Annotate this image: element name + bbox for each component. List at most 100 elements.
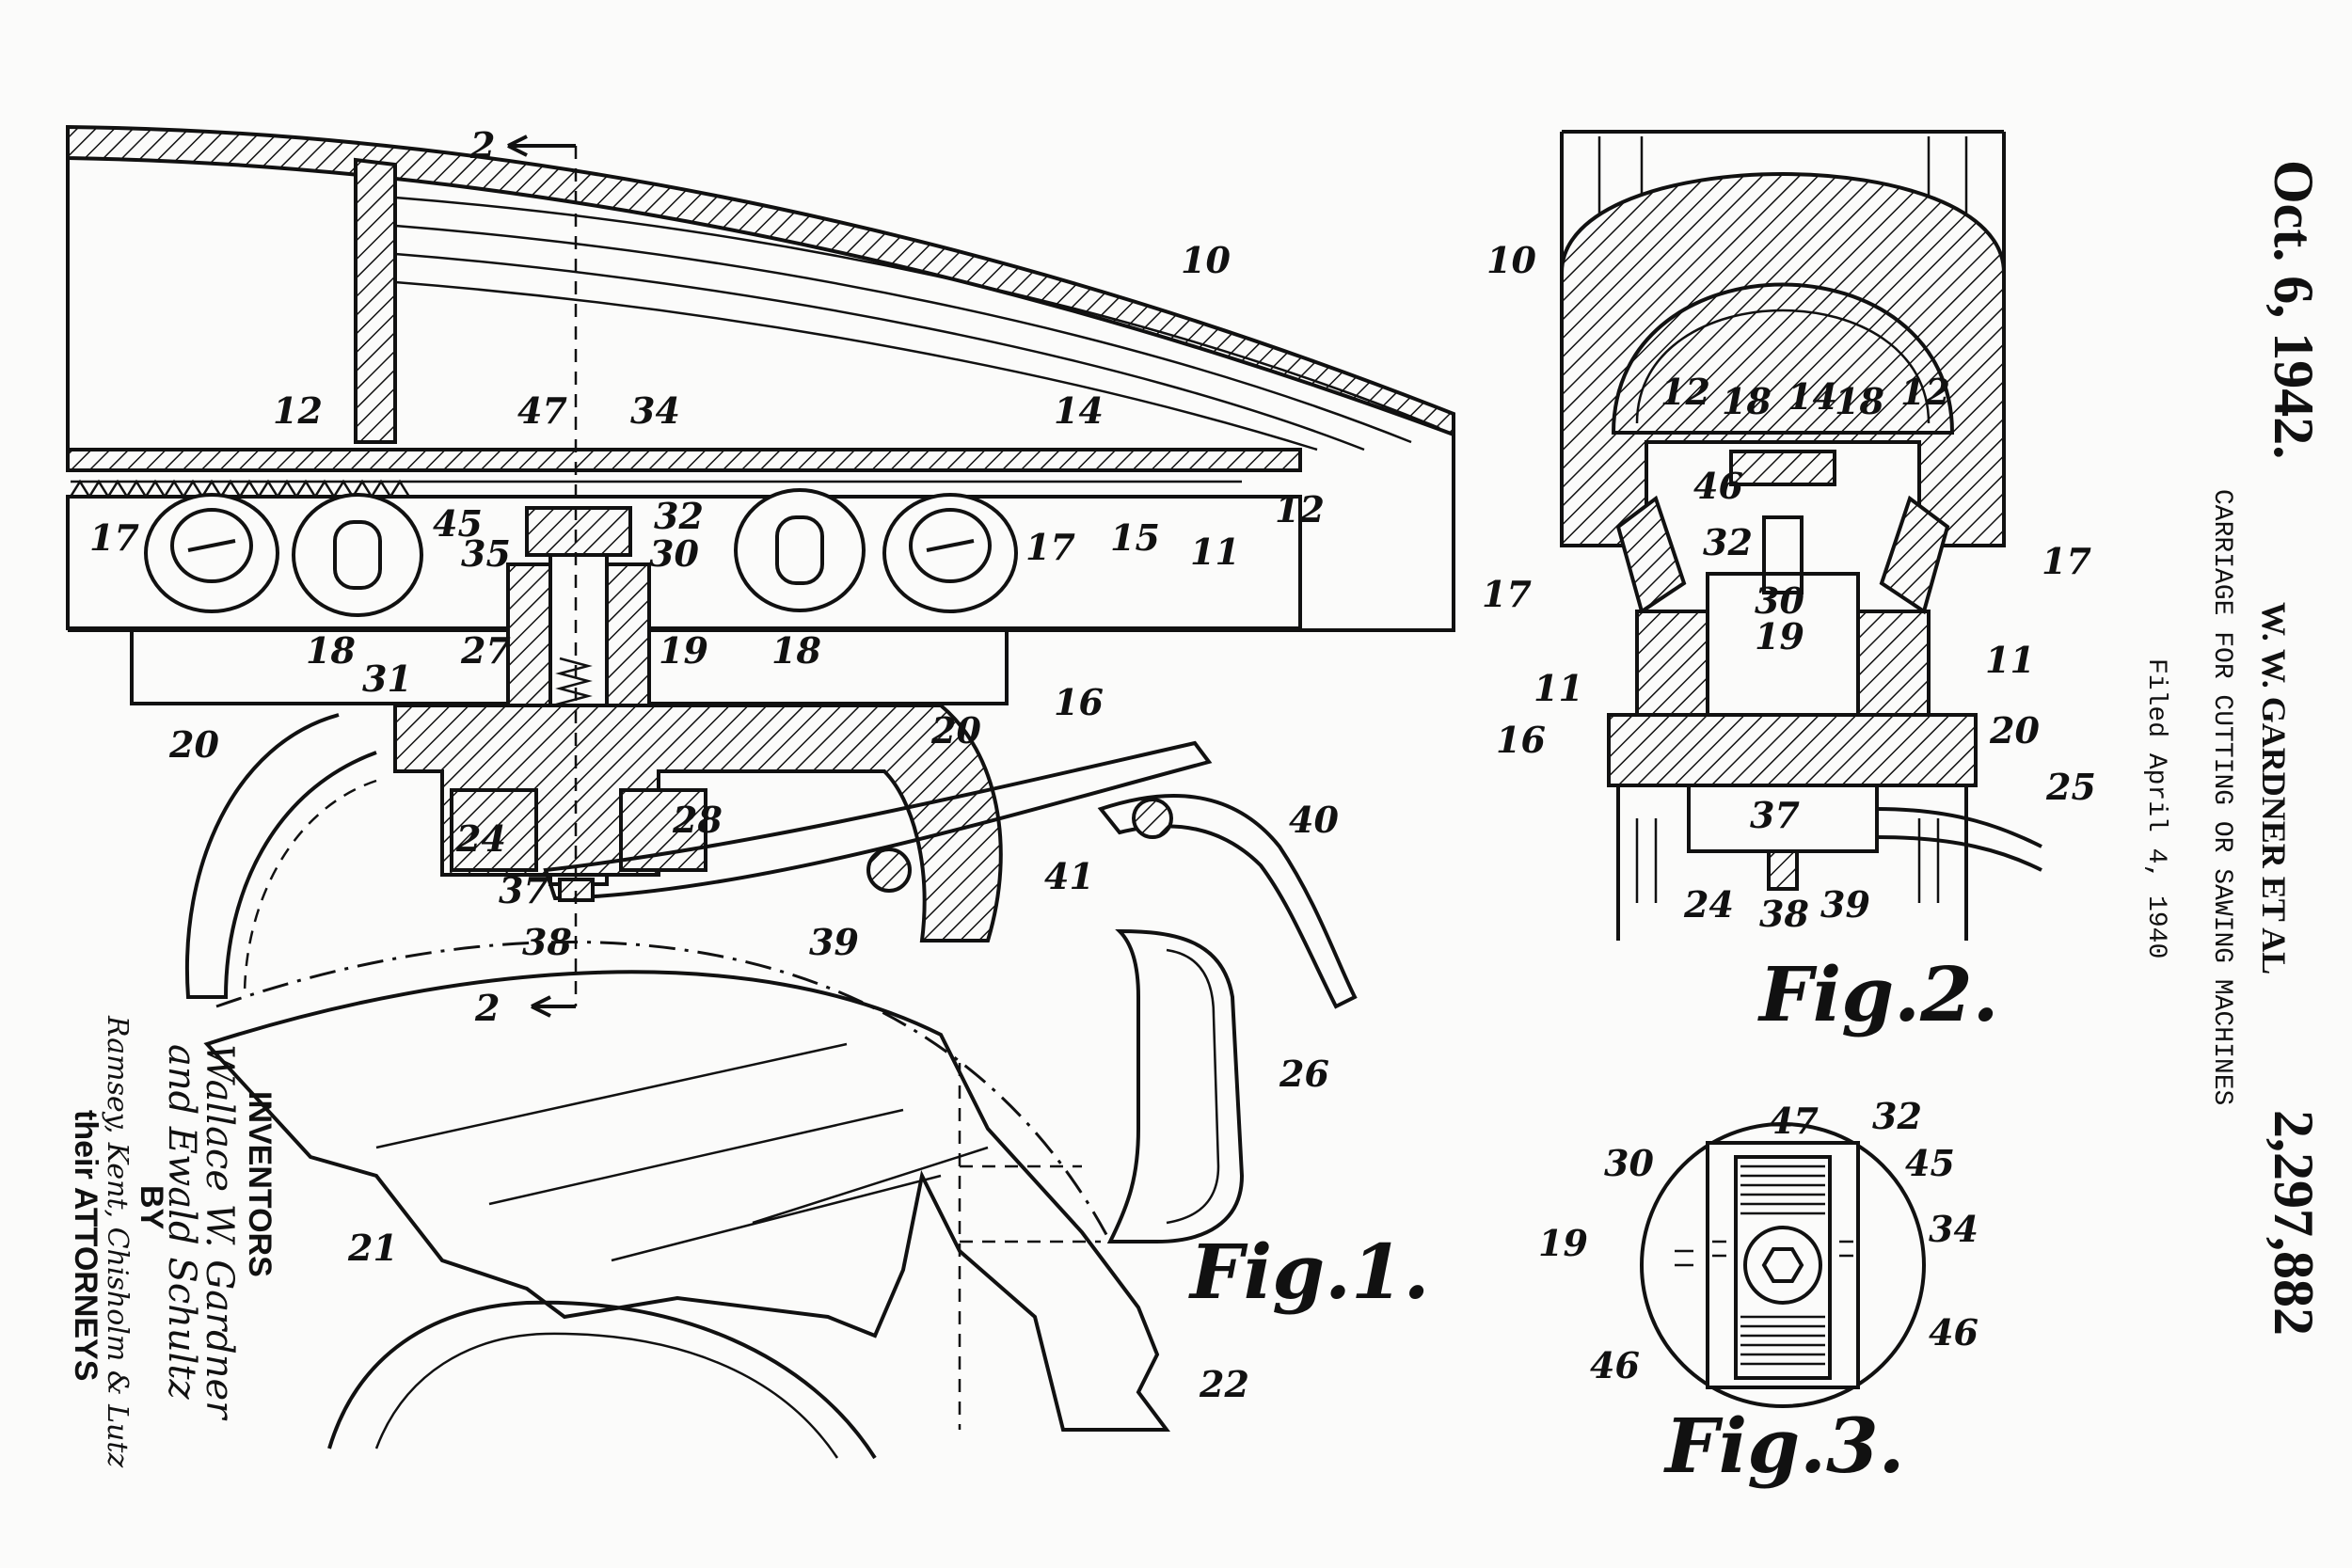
fig1-label: 20 (168, 723, 219, 766)
fig2-base-20 (1607, 713, 1978, 787)
track-plate (66, 448, 1302, 472)
fig2-label: 17 (1482, 573, 1532, 615)
fig2-track-14 (1729, 450, 1836, 486)
fig2-bore-19 (1706, 572, 1860, 717)
arm-housing-top (66, 124, 1455, 437)
fig2-label: 17 (2042, 540, 2091, 582)
fig2-label: 11 (1985, 639, 2035, 681)
fig1-labels: 2 10 12 47 34 14 17 18 45 32 35 30 15 12… (89, 124, 1430, 1405)
fig3-label: 47 (1769, 1100, 1819, 1142)
fig2-lower-frame (1616, 785, 1968, 941)
fig1-label: 10 (1181, 239, 1231, 281)
fig1-label: 28 (672, 799, 723, 841)
fig2-column-shading (1597, 136, 1968, 245)
fig3-hex-socket (1761, 1247, 1804, 1283)
patent-number: 2,297,882 (2263, 1110, 2325, 1336)
patent-header: Oct. 6, 1942. W. W. GARDNER ET AL CARRIA… (2141, 160, 2325, 1336)
pivot-pin-41 (1132, 798, 1173, 839)
fig1-label: 27 (460, 629, 511, 672)
patent-inventor: W. W. GARDNER ET AL (2255, 602, 2293, 974)
attorney-firm: Ramsey, Kent, Chisholm & Lutz (101, 1015, 134, 1467)
arc-left-20 (185, 713, 377, 999)
fig1-label: 17 (1025, 526, 1075, 568)
fig3-screw-34 (1743, 1226, 1822, 1305)
fig1-label: 24 (455, 817, 506, 860)
fig1-label: 19 (659, 629, 708, 672)
fig2-arch (1560, 172, 2006, 547)
fig1-label: 35 (461, 532, 511, 575)
fig1-title: Fig.1. (1188, 1227, 1430, 1316)
fig2-label: 11 (1534, 667, 1583, 709)
fig1-label: 16 (1054, 681, 1104, 723)
fig1-label: 14 (1054, 389, 1104, 432)
fig1-label: 38 (522, 921, 572, 963)
section-arrow-bottom (531, 995, 576, 1018)
fig1-label: 2 (474, 987, 500, 1029)
fig1-label: 45 (433, 502, 483, 545)
inventor-name-1: Wallace W. Gardner (198, 1044, 241, 1421)
fig2-labels: 10 12 18 14 18 12 46 32 17 17 30 19 11 1… (1482, 239, 2096, 1038)
fig3-block-47 (1734, 1155, 1832, 1380)
fig1-label: 34 (630, 389, 680, 432)
fig3-side-shading (1675, 1240, 1853, 1267)
fig2-label: 18 (1835, 380, 1884, 422)
fig1-label: 18 (306, 629, 356, 672)
fig2-shading (1635, 818, 1940, 903)
dashed-arc-left (243, 779, 377, 998)
fig2-label: 10 (1486, 239, 1536, 281)
fig3-label: 19 (1538, 1222, 1588, 1264)
fig2-label: 20 (1989, 709, 2040, 752)
fig2-label: 39 (1820, 883, 1870, 926)
fig1-label: 2 (469, 124, 495, 166)
fig3-slot (1706, 1141, 1860, 1389)
patent-filed: Filed April 4, 1940 (2141, 658, 2170, 958)
fig1-label: 18 (771, 629, 821, 672)
fig2-label: 38 (1759, 893, 1809, 935)
fig2-label: 30 (1755, 579, 1804, 622)
arm-shading (394, 196, 1440, 451)
fig1-label: 21 (347, 1227, 398, 1269)
fig3-drawing (1640, 1122, 1926, 1408)
fig1-label: 17 (89, 516, 139, 559)
roller-17-right (882, 493, 1018, 613)
fig2-pin-38 (1767, 849, 1799, 891)
lever-39 (543, 740, 1213, 901)
fig2-label: 18 (1722, 380, 1772, 422)
saw-blade-21 (327, 1300, 877, 1460)
screw-head-34 (525, 506, 632, 557)
fig3-label: 30 (1604, 1142, 1654, 1184)
fig2-label: 12 (1900, 371, 1950, 413)
fig3-title: Fig.3. (1663, 1402, 1905, 1490)
fig1-label: 12 (273, 389, 323, 432)
fig2-title: Fig.2. (1757, 950, 1999, 1038)
fig2-arch-inner (1635, 309, 1931, 424)
fig3-outer-circle (1640, 1122, 1926, 1408)
fig3-label: 46 (1590, 1344, 1640, 1386)
patent-title: CARRIAGE FOR CUTTING OR SAWING MACHINES (2207, 489, 2236, 1105)
fig2-column (1560, 130, 2006, 273)
handle-40 (1097, 793, 1358, 1009)
fig1-label: 37 (499, 869, 548, 911)
fig1-label: 47 (517, 389, 567, 432)
inventor-name-2: and Ewald Schultz (160, 1044, 203, 1401)
fig2-label: 37 (1750, 794, 1800, 836)
roller-17-left (144, 493, 279, 613)
inventors-by: BY (134, 1185, 169, 1230)
fig2-roller-17-right (1879, 495, 1950, 615)
fig1-label: 40 (1289, 799, 1339, 841)
pivot-pin-lever (866, 847, 912, 893)
fig3-label: 46 (1929, 1311, 1979, 1354)
fig1-label: 39 (809, 921, 859, 963)
fig1-drawing (66, 124, 1455, 1460)
fig2-roller-17-left (1615, 495, 1687, 615)
fig1-label: 41 (1044, 855, 1094, 897)
block-24 (450, 788, 538, 872)
roller-18-right (734, 488, 866, 612)
fig3-label: 45 (1905, 1142, 1955, 1184)
fig2-cable-25 (1876, 807, 2042, 872)
fig3-label: 34 (1929, 1208, 1979, 1250)
section-arrow-top (507, 135, 576, 157)
inventors-heading: INVENTORS (242, 1091, 278, 1277)
